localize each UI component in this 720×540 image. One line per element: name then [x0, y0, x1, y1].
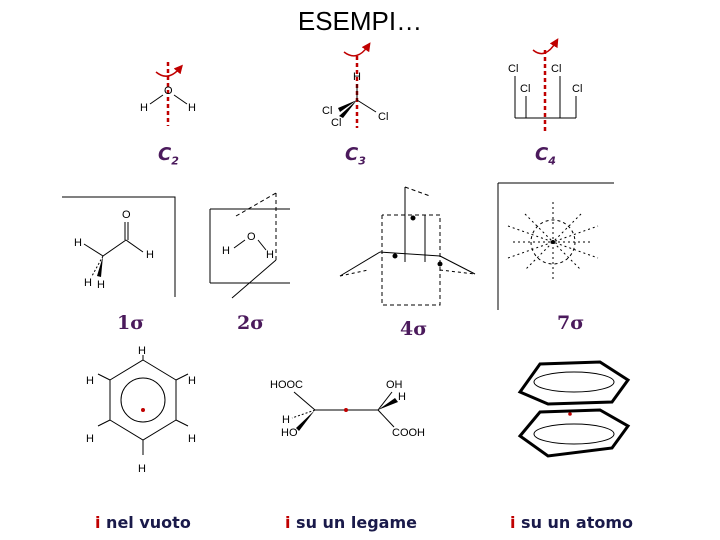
slide-title: ESEMPI…: [297, 6, 423, 36]
svg-text:H: H: [188, 375, 196, 387]
svg-text:Cl: Cl: [378, 111, 388, 123]
svg-text:OH: OH: [386, 379, 403, 391]
svg-text:H: H: [282, 414, 290, 426]
svg-text:H: H: [146, 249, 154, 261]
svg-text:H: H: [140, 102, 148, 114]
label-inversion-bond: i su un legame: [285, 513, 417, 532]
molecule-7sigma: [497, 182, 614, 310]
svg-text:Cl: Cl: [551, 63, 561, 75]
svg-text:H: H: [398, 391, 406, 403]
label-7sigma: 7σ: [557, 312, 585, 334]
acetaldehyde-1sigma: O H H H H: [62, 196, 176, 297]
svg-text:H: H: [84, 277, 92, 289]
svg-text:Cl: Cl: [322, 105, 332, 117]
tetrachloro-c4: Cl Cl Cl Cl: [508, 38, 582, 132]
svg-text:HO: HO: [281, 427, 298, 439]
svg-text:H: H: [266, 249, 274, 261]
tartaric-acid-inversion: HOOC OH H H HO COOH: [270, 379, 425, 439]
label-4sigma: 4σ: [400, 318, 428, 340]
svg-text:H: H: [97, 279, 105, 291]
svg-text:Cl: Cl: [572, 83, 582, 95]
svg-text:H: H: [138, 463, 146, 475]
label-c3: C3: [345, 144, 366, 168]
label-c4: C4: [535, 144, 556, 168]
label-2sigma: 2σ: [237, 312, 265, 334]
svg-text:H: H: [74, 237, 82, 249]
svg-text:H: H: [188, 102, 196, 114]
label-1sigma: 1σ: [117, 312, 145, 334]
svg-text:Cl: Cl: [520, 83, 530, 95]
svg-text:HOOC: HOOC: [270, 379, 303, 391]
svg-text:Cl: Cl: [508, 63, 518, 75]
svg-text:O: O: [247, 231, 256, 243]
benzene-inversion: H H H H H H: [86, 345, 196, 475]
svg-text:H: H: [86, 433, 94, 445]
molecule-4sigma: [339, 186, 476, 306]
svg-text:O: O: [122, 209, 131, 221]
label-c2: C2: [158, 144, 179, 168]
molecule-2sigma: O H H: [209, 192, 290, 299]
svg-text:H: H: [222, 245, 230, 257]
svg-text:H: H: [188, 433, 196, 445]
svg-text:H: H: [138, 345, 146, 357]
svg-text:COOH: COOH: [392, 427, 425, 439]
svg-text:Cl: Cl: [331, 117, 341, 129]
label-inversion-atom: i su un atomo: [510, 513, 633, 532]
ferrocene-inversion: Fe: [517, 360, 631, 458]
label-inversion-vacuum: i nel vuoto: [95, 513, 191, 532]
chloroform-c3: H Cl Cl Cl: [322, 42, 388, 129]
svg-text:H: H: [353, 71, 361, 83]
svg-text:H: H: [86, 375, 94, 387]
svg-text:O: O: [164, 85, 173, 97]
water-c2: O H H: [140, 62, 196, 126]
